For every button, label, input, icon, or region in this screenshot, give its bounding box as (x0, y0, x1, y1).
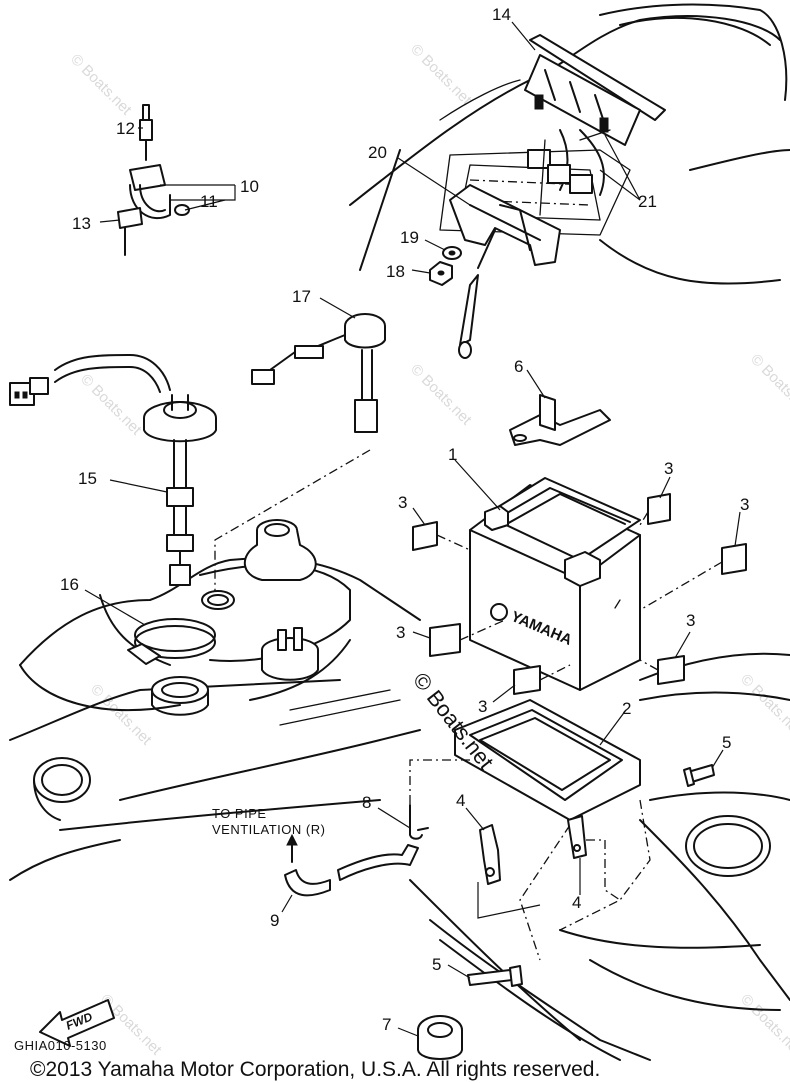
part-15-fuel-sender (9, 354, 217, 586)
callout-3f: 3 (478, 697, 487, 716)
part-19-washer (442, 246, 462, 260)
part-10-clamp (129, 164, 171, 220)
callout-3a: 3 (398, 493, 407, 512)
deck-opening-right (685, 815, 771, 877)
tray-route-line (409, 759, 470, 830)
part-11-spring (174, 204, 190, 216)
deck-opening-left (33, 757, 91, 821)
callout-1: 1 (448, 445, 457, 464)
pipe-note-line1: TO PIPE (212, 806, 267, 821)
part-5-screw-lower (467, 965, 523, 987)
pad-3d (429, 623, 461, 657)
pad-route-lines (436, 511, 723, 681)
callout-11: 11 (200, 192, 218, 211)
pipe-note-line2: VENTILATION (R) (212, 822, 325, 837)
callout-17: 17 (292, 287, 311, 306)
part-20-bracket (449, 184, 561, 266)
part-9-vent-hose (284, 833, 419, 897)
callout-2: 2 (622, 699, 631, 718)
callout-20: 20 (368, 143, 387, 162)
fwd-arrow-icon: FWD (39, 999, 115, 1047)
callout-3c: 3 (740, 495, 749, 514)
callout-4b: 4 (572, 893, 581, 912)
part-8-vent-fitting (409, 804, 429, 840)
part-6-clamp (509, 394, 611, 446)
callout-3e: 3 (686, 611, 695, 630)
pad-3b (647, 493, 671, 525)
part-4-bracket-left (479, 824, 501, 885)
part-1-battery: YAMAHA (469, 477, 641, 691)
watermark-tile: © Boats.net (407, 41, 475, 109)
callout-18: 18 (386, 262, 405, 281)
tank-grommet (151, 676, 209, 716)
pad-3c (721, 543, 747, 575)
part-12-fitting (139, 104, 153, 161)
leader-lines (84, 21, 741, 1037)
part-5-screw-upper (683, 764, 715, 787)
tank-vent-cap (261, 627, 319, 681)
fuel-filler-neck (201, 519, 317, 610)
pad-3a (412, 521, 438, 551)
ground-lead (458, 229, 496, 359)
pad-3e (657, 655, 685, 685)
callout-4a: 4 (456, 791, 465, 810)
copyright-notice: ©2013 Yamaha Motor Corporation, U.S.A. A… (30, 1058, 600, 1081)
part-21-harness (527, 129, 611, 216)
watermark-tile: © Boats.net (737, 671, 790, 739)
diagram-code: GHIA010-5130 (14, 1038, 107, 1053)
watermark-tile: © Boats.net (87, 681, 155, 749)
part-4-bracket-right (567, 815, 621, 901)
callout-6: 6 (514, 357, 523, 376)
part-13-tie (117, 207, 143, 256)
part-14-meter-unit (524, 34, 666, 146)
part-7-grommet (417, 1015, 463, 1060)
callout-15: 15 (78, 469, 97, 488)
callout-19: 19 (400, 228, 419, 247)
watermark-tile: © Boats.net (67, 51, 135, 119)
callout-3b: 3 (664, 459, 673, 478)
callout-9: 9 (270, 911, 279, 930)
watermark-tile: © Boats.net (407, 361, 475, 429)
callout-12: 12 (116, 119, 135, 138)
watermark-tile: © Boats.net (737, 991, 790, 1059)
callout-labels: 14 20 21 19 18 12 10 11 13 17 6 15 1 3 3… (60, 5, 749, 1034)
callout-5a: 5 (722, 733, 731, 752)
callout-7: 7 (382, 1015, 391, 1034)
part-17-sensor (251, 313, 386, 433)
callout-16: 16 (60, 575, 79, 594)
sensor-route-line (214, 449, 371, 595)
callout-5b: 5 (432, 955, 441, 974)
bracket-route-line (477, 882, 541, 919)
pad-3f (513, 665, 541, 695)
watermark-tile: © Boats.net (77, 371, 145, 439)
part-2-battery-tray (454, 699, 641, 821)
part-18-nut (429, 261, 453, 286)
part-16-band (127, 618, 216, 665)
callout-14: 14 (492, 5, 511, 24)
callout-13: 13 (72, 214, 91, 233)
callout-8: 8 (362, 793, 371, 812)
callout-3d: 3 (396, 623, 405, 642)
tray-route-line (519, 824, 571, 961)
callout-10: 10 (240, 177, 259, 196)
part-3-pads (412, 493, 747, 695)
watermark-tile: © Boats.net (747, 351, 790, 419)
callout-21: 21 (638, 192, 657, 211)
hull-outline-lower (9, 557, 790, 1061)
pipe-ventilation-note: TO PIPE VENTILATION (R) (212, 806, 325, 837)
